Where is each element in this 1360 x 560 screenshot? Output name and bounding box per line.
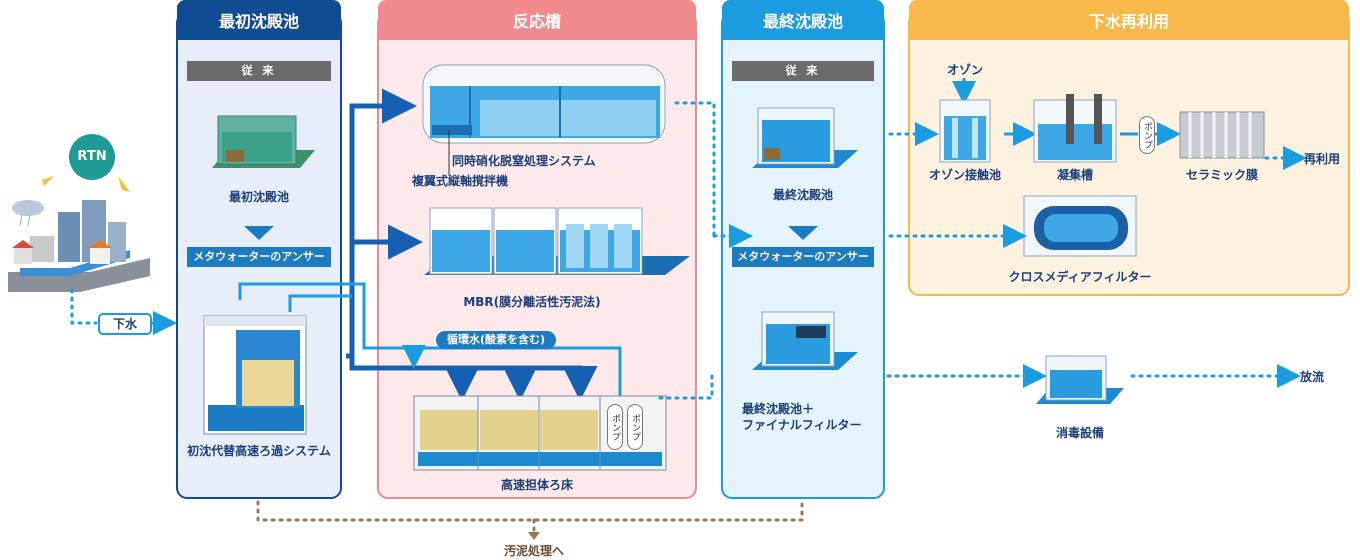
mbr-label: MBR(膜分離活性汚泥法) (463, 295, 601, 309)
recirculation-loop (238, 282, 622, 410)
mbr-tank (424, 207, 690, 275)
disinfection-unit (1036, 355, 1124, 404)
coagulation-tank (1033, 94, 1117, 163)
primary-conventional-label: 従 来 (187, 61, 331, 81)
reuse-pump-label: ポンプ (1139, 116, 1155, 154)
final-answer-label: メタウォーターのアンサー (732, 247, 874, 267)
coagulation-label: 凝集槽 (1056, 168, 1094, 182)
ozone-label: オゾン (946, 63, 984, 77)
pump-label-1: ポンプ (607, 404, 623, 450)
dotted-flow-lines (70, 101, 1307, 400)
reaction-header: 反応槽 (378, 0, 696, 40)
nitrification-label: 同時硝化脱窒処理システム (452, 154, 596, 168)
reuse-output-label: 再利用 (1304, 152, 1341, 166)
discharge-output-label: 放流 (1300, 370, 1325, 384)
rtn-badge-label: RTN (77, 149, 107, 164)
primary-conventional-tank (212, 115, 315, 168)
final-answer-item-line1: 最終沈殿池＋ (742, 402, 815, 416)
primary-conventional-item: 最初沈殿池 (228, 190, 290, 204)
cross-media-label: クロスメディアフィルター (1008, 270, 1152, 284)
city-illustration (8, 176, 150, 292)
final-conventional-label: 従 来 (732, 61, 874, 81)
final-answer-tank (752, 311, 858, 370)
reaction-flow-lines (346, 88, 598, 401)
primary-header: 最初沈殿池 (177, 0, 341, 40)
recirculation-label: 循環水(酸素を含む) (436, 331, 556, 349)
primary-answer-label: メタウォーターのアンサー (187, 247, 331, 267)
final-conventional-item: 最終沈殿池 (772, 188, 834, 202)
disinfection-label: 消毒設備 (1055, 426, 1105, 440)
ozone-contact-tank (939, 78, 991, 163)
carrier-filter-tank (413, 395, 667, 471)
final-down-arrow (788, 226, 818, 240)
carrier-filter-label: 高速担体ろ床 (500, 478, 574, 492)
cross-media-filter-unit (1023, 195, 1137, 257)
nitrification-tank (422, 64, 666, 144)
final-answer-item-line2: ファイナルフィルター (742, 418, 862, 432)
sludge-dotted-line (256, 500, 804, 536)
ceramic-label: セラミック膜 (1185, 168, 1259, 182)
ceramic-membrane-unit (1179, 111, 1265, 159)
primary-answer-item: 初沈代替高速ろ過システム (187, 444, 331, 458)
sludge-arrow (528, 532, 540, 540)
sewage-label: 下水 (98, 313, 152, 335)
final-header: 最終沈殿池 (722, 0, 884, 40)
final-conventional-tank (752, 107, 858, 168)
primary-answer-tank (203, 315, 307, 435)
sludge-label: 汚泥処理へ (503, 544, 565, 558)
ozone-contact-label: オゾン接触池 (928, 168, 1002, 182)
mixer-label: 複翼式縦軸撹拌機 (412, 174, 509, 188)
reuse-header: 下水再利用 (909, 0, 1349, 40)
pump-label-2: ポンプ (627, 404, 643, 450)
primary-down-arrow (244, 226, 274, 240)
rtn-badge-circle (69, 134, 115, 180)
